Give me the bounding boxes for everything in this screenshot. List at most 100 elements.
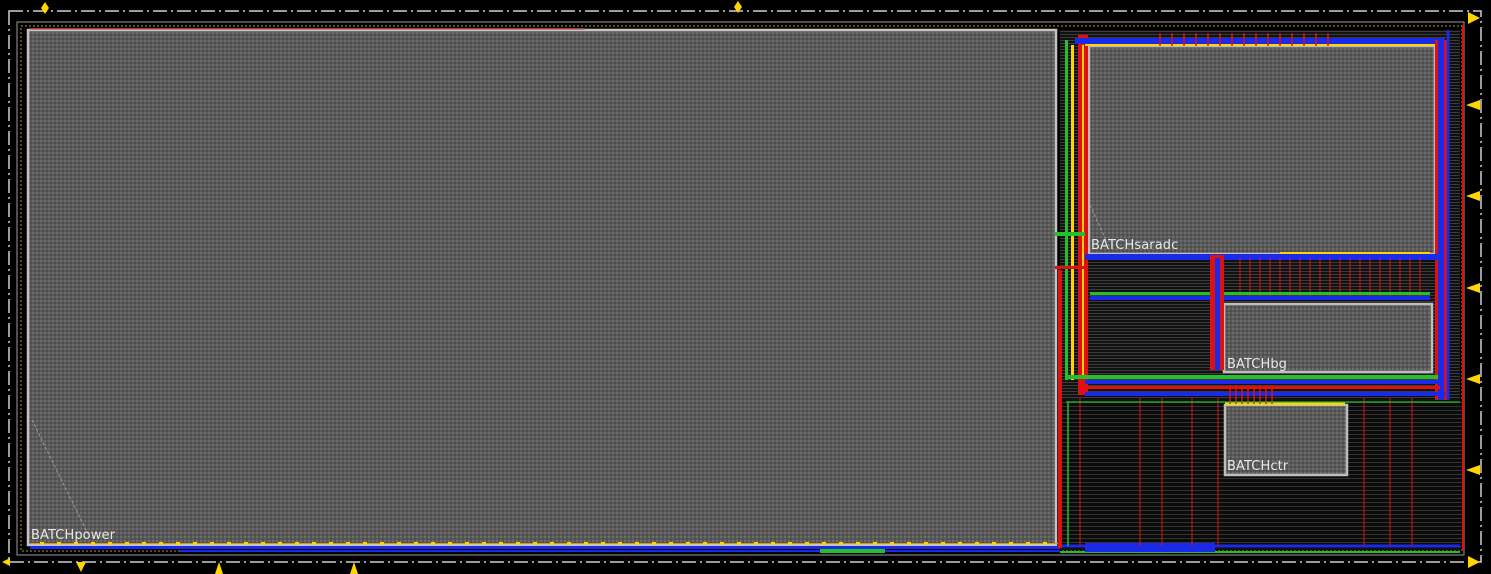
bottom-pin-dot <box>1026 542 1030 545</box>
pin-top-diamond-icon <box>41 2 49 14</box>
vertical-strap-yellow-2 <box>1082 45 1084 375</box>
bottom-pin-dot <box>193 542 197 545</box>
bottom-pin-dot <box>142 542 146 545</box>
bottom-pin-dot <box>533 542 537 545</box>
vertical-strap-red-1 <box>1058 270 1062 548</box>
bottom-pin-dot <box>57 542 61 545</box>
leader-line-batchsaradc <box>1089 204 1107 241</box>
bottom-pin-dot <box>227 542 231 545</box>
bottom-pin-dot <box>873 542 877 545</box>
bottom-pin-dot <box>210 542 214 545</box>
bottom-pin-dot <box>329 542 333 545</box>
bottom-pin-dot <box>890 542 894 545</box>
bottom-pin-dot <box>295 542 299 545</box>
pin-right-triangle-icon <box>1466 283 1480 293</box>
bottom-pin-dot <box>363 542 367 545</box>
bottom-pin-dot <box>176 542 180 545</box>
batchbg-block <box>1222 302 1434 374</box>
bottom-pin-dot <box>788 542 792 545</box>
bottom-pin-dot <box>482 542 486 545</box>
saradc-top-metal2 <box>1075 38 1445 44</box>
bottom-pin-dot <box>584 542 588 545</box>
green-hbus-1 <box>1090 292 1430 295</box>
bottom-pin-dot <box>924 542 928 545</box>
batchctr-block <box>1223 403 1349 477</box>
pin-top-diamond-icon <box>734 1 742 13</box>
bottom-pin-dot <box>312 542 316 545</box>
bottom-pin-dot <box>431 542 435 545</box>
pin-right-triangle-icon <box>1466 465 1480 475</box>
bottom-pin-dot <box>737 542 741 545</box>
leader-line-batchpower <box>31 419 89 535</box>
bottom-bus-metal2 <box>30 546 1060 549</box>
green-stub <box>1055 232 1085 236</box>
bottom-pin-dot <box>1043 542 1047 545</box>
pin-bottom-triangle-icon <box>350 562 358 574</box>
bottom-pin-dot <box>975 542 979 545</box>
pin-right-triangle-icon <box>1468 12 1480 24</box>
bottom-green-strap <box>820 549 885 553</box>
batchpower-block <box>26 28 1058 547</box>
bottom-pin-dot <box>652 542 656 545</box>
instance-label-batchpower[interactable]: BATCHpower <box>31 528 116 543</box>
pin-right-triangle-icon <box>1468 556 1480 568</box>
saradc-right-blue-strap <box>1438 40 1444 400</box>
bottom-pin-dot <box>669 542 673 545</box>
bg-left-blue-strap <box>1215 258 1220 370</box>
pin-right-triangle-icon <box>1466 100 1480 110</box>
bottom-pin-dot <box>516 542 520 545</box>
blue-hbus-1 <box>1090 296 1430 300</box>
bottom-pin-dot <box>346 542 350 545</box>
bottom-pin-dot <box>159 542 163 545</box>
bottom-bus-metal2-b <box>180 550 1060 552</box>
bottom-pin-dot <box>278 542 282 545</box>
pin-strip-under-saradc <box>1280 252 1430 254</box>
bottom-pin-dot <box>754 542 758 545</box>
bottom-pin-dot <box>992 542 996 545</box>
bottom-pin-dot <box>380 542 384 545</box>
vertical-strap-yellow <box>1071 45 1074 380</box>
pin-bottom-triangle-icon <box>76 562 86 572</box>
batchsaradc-block <box>1087 44 1437 256</box>
bottom-pin-dot <box>567 542 571 545</box>
ctr-top-pins <box>1225 402 1345 405</box>
bottom-pin-dot <box>720 542 724 545</box>
bottom-pin-dot <box>618 542 622 545</box>
bottom-pin-dot <box>686 542 690 545</box>
bottom-pin-dot <box>907 542 911 545</box>
pin-right-triangle-icon <box>1466 374 1480 384</box>
red-stub <box>1055 266 1085 269</box>
bottom-pin-dot <box>414 542 418 545</box>
blue-hbus-3 <box>1085 392 1445 396</box>
bottom-pin-dot <box>635 542 639 545</box>
chip-boundary <box>8 10 1482 563</box>
red-hbus-2 <box>1085 386 1440 389</box>
bottom-pin-dot <box>1009 542 1013 545</box>
bottom-pin-dot <box>465 542 469 545</box>
pin-right-triangle-icon <box>1466 191 1480 201</box>
bottom-pin-dot <box>703 542 707 545</box>
bottom-pin-dot <box>839 542 843 545</box>
green-hbus-2 <box>1068 375 1438 379</box>
routing-layer <box>30 25 1464 553</box>
instance-label-batchbg[interactable]: BATCHbg <box>1227 357 1288 372</box>
bottom-pin-dot <box>941 542 945 545</box>
lower-right-bus-block <box>1085 543 1215 552</box>
bottom-pin-dot <box>601 542 605 545</box>
bottom-pin-dot <box>261 542 265 545</box>
bottom-pin-dot <box>550 542 554 545</box>
bottom-pin-dot <box>40 542 44 545</box>
instance-label-batchsaradc[interactable]: BATCHsaradc <box>1091 238 1179 253</box>
core-ring-yellow <box>20 25 1463 552</box>
bottom-pin-dot <box>74 542 78 545</box>
saradc-top-pins <box>1085 44 1435 46</box>
bottom-pin-dot <box>805 542 809 545</box>
bottom-pin-dot <box>125 542 129 545</box>
bottom-pin-dot <box>397 542 401 545</box>
instance-label-batchctr[interactable]: BATCHctr <box>1227 459 1289 474</box>
pin-left-triangle-icon <box>2 558 10 566</box>
vertical-strap-green <box>1065 40 1068 380</box>
